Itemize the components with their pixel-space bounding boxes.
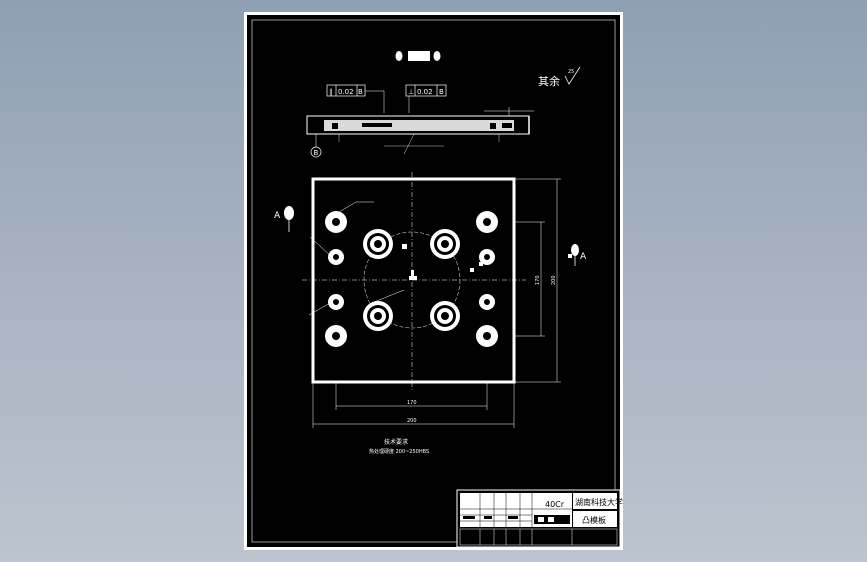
tolerance-datum-perpendicular: B [439, 88, 444, 96]
drawing-frame [251, 19, 616, 543]
remaining-roughness-value: 25 [568, 69, 574, 75]
title-material: 40Cr [545, 500, 565, 509]
cad-drawing: 其余 25 ∥ 0.02 B ⊥ 0.02 B [247, 15, 623, 548]
drawing-area [247, 15, 620, 547]
tolerance-frame-perpendicular: ⊥ 0.02 B [405, 84, 447, 113]
section-mark-right: A [568, 244, 587, 266]
pin-hole [328, 249, 344, 265]
tolerance-value-parallel: 0.02 [338, 88, 354, 96]
corner-hole [476, 325, 498, 347]
punch-hole [363, 301, 393, 331]
corner-hole [476, 211, 498, 233]
plate-outline [311, 177, 516, 384]
punch-hole [363, 229, 393, 259]
dim-inner-height: 170 [535, 275, 541, 285]
tolerance-frame-parallel: ∥ 0.02 B [326, 84, 385, 113]
drawing-sheet: 其余 25 ∥ 0.02 B ⊥ 0.02 B [244, 12, 623, 550]
plan-view [302, 172, 526, 392]
dim-outer-width: 200 [407, 418, 417, 424]
section-label-left: A [274, 211, 281, 221]
roughness-symbol-icon: 25 [564, 66, 581, 85]
dimension-lines [312, 178, 561, 428]
corner-hole [325, 325, 347, 347]
remaining-roughness-label: 其余 [538, 74, 560, 88]
tolerance-datum-parallel: B [358, 88, 363, 96]
corner-hole [325, 211, 347, 233]
title-school: 湖南科技大学 [575, 497, 623, 507]
section-label-right: A [580, 252, 587, 262]
datum-bubble: B [310, 134, 322, 158]
notes-title: 技术要求 [384, 438, 408, 446]
dim-inner-width: 170 [407, 400, 417, 406]
pin-hole [328, 294, 344, 310]
tolerance-symbol-parallel: ∥ [329, 88, 333, 96]
tolerance-symbol-perpendicular: ⊥ [408, 88, 414, 96]
title-block: 40Cr 湖南科技大学 凸模板 [456, 489, 623, 548]
section-mark-left: A [274, 206, 294, 232]
pin-hole [479, 249, 495, 265]
notes-line1: 热处理硬度 200~250HBS [369, 448, 429, 455]
title-part-name: 凸模板 [582, 515, 606, 525]
punch-hole [430, 229, 460, 259]
dim-outer-height: 200 [551, 275, 557, 285]
section-view [306, 107, 534, 155]
datum-bubble-label: B [314, 149, 319, 157]
pin-hole [479, 294, 495, 310]
punch-hole [430, 301, 460, 331]
part-heading [395, 51, 441, 61]
tolerance-value-perpendicular: 0.02 [417, 88, 433, 96]
